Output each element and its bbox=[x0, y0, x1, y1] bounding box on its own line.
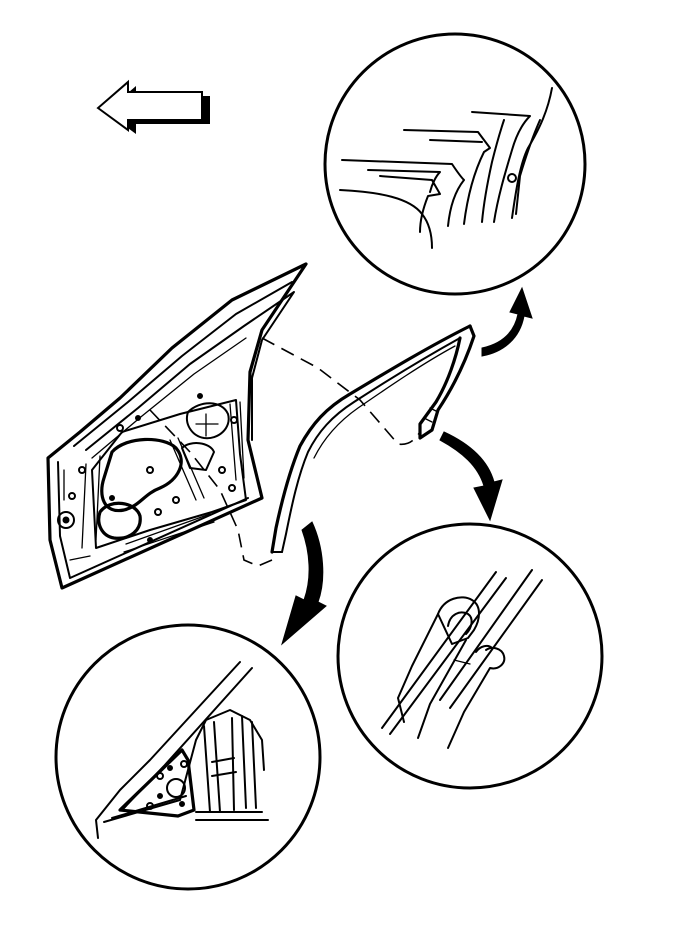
alignment-dash bbox=[149, 337, 421, 567]
callout-arrow-icon bbox=[281, 521, 327, 646]
detail-seal-cross-section bbox=[336, 522, 604, 790]
callout-arrow-icon bbox=[439, 431, 503, 522]
detail-upper-corner bbox=[323, 32, 587, 296]
door-assembly bbox=[46, 262, 308, 590]
callout-arrow-icon bbox=[481, 286, 533, 357]
detail-lower-front-corner bbox=[54, 623, 322, 891]
direction-arrow-left-icon bbox=[96, 79, 210, 134]
weatherstrip-seal bbox=[270, 324, 476, 554]
